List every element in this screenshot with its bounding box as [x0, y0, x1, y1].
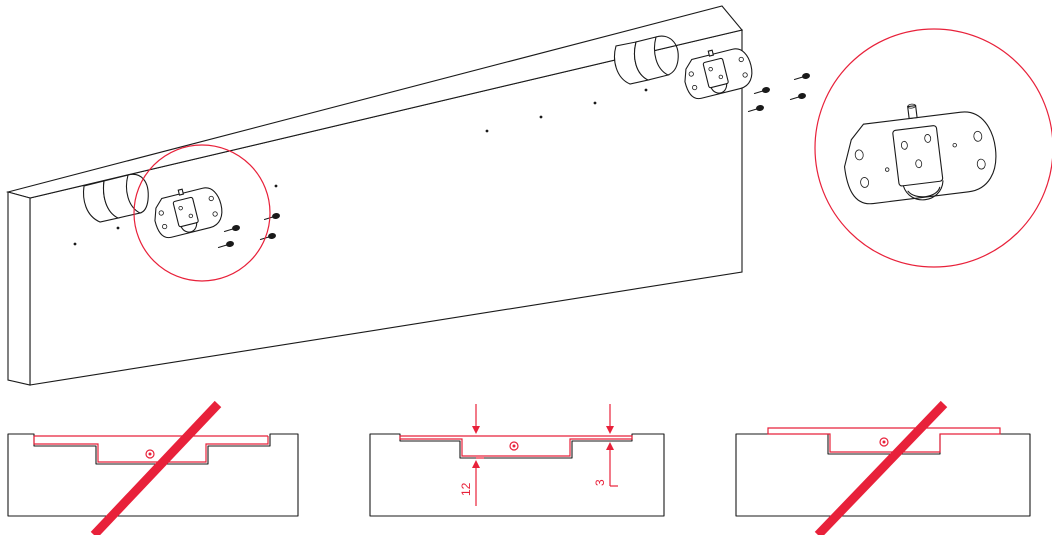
prohibited-slash-right — [814, 400, 948, 535]
dimension-3-label: 3 — [593, 479, 607, 486]
board-holes — [73, 88, 648, 246]
detail-magnifier-circle — [814, 28, 1052, 268]
screws-left — [217, 212, 280, 249]
magnified-roller-bracket — [843, 103, 997, 205]
right-wheel-pocket — [613, 35, 679, 85]
section-view-wrong-left — [7, 400, 299, 535]
right-roller-bracket — [684, 48, 753, 100]
section-view-wrong-right — [735, 400, 1031, 535]
left-roller-bracket — [154, 187, 223, 239]
left-wheel-pocket — [82, 173, 149, 223]
detail-marker-circle — [133, 144, 271, 282]
prohibited-slash-left — [90, 400, 222, 535]
board-panel — [5, 5, 743, 386]
section-view-correct: 12 3 — [369, 404, 665, 517]
screws-right — [747, 72, 810, 113]
dimension-12-label: 12 — [459, 482, 473, 496]
